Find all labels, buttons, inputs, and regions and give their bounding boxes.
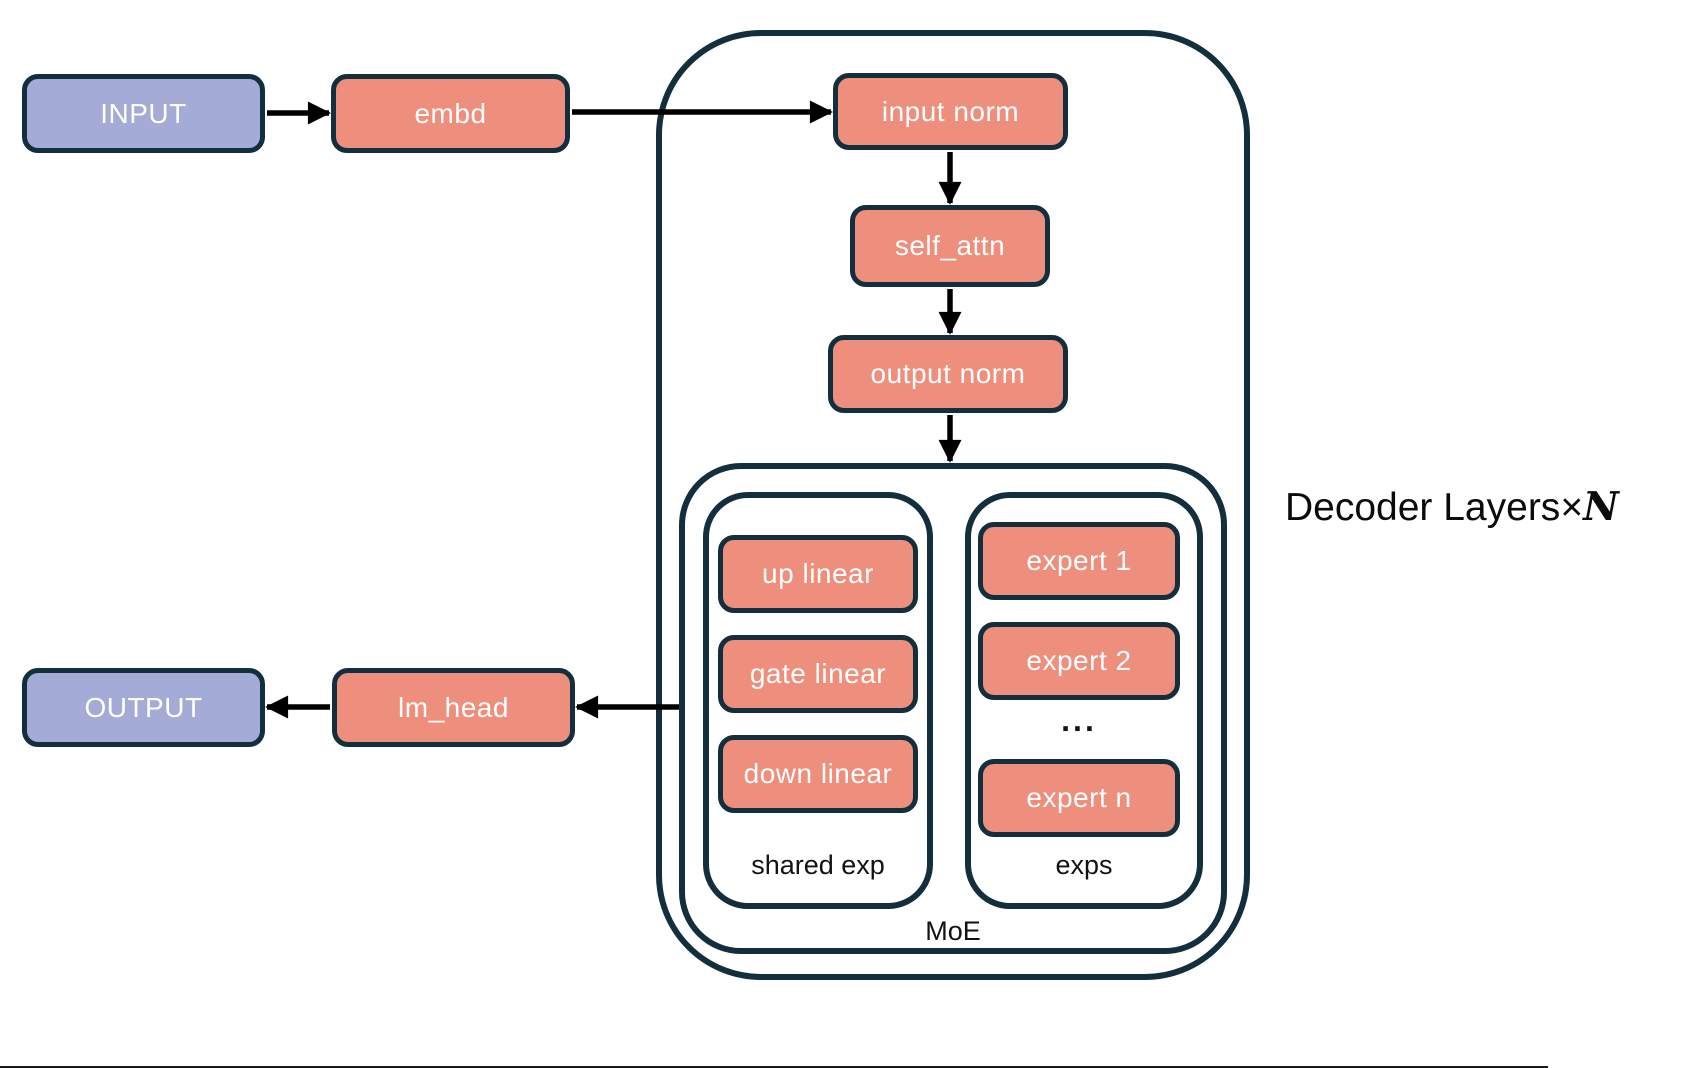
input-norm-node-label: input norm xyxy=(881,95,1020,127)
caption-text: Decoder Layers xyxy=(1285,486,1561,529)
exps-label-text: exps xyxy=(1055,850,1113,880)
down-linear-node-label: down linear xyxy=(743,758,893,789)
gate-linear-node: gate linear xyxy=(718,635,918,713)
lm-head-node-label: lm_head xyxy=(398,691,509,723)
self-attn-node: self_attn xyxy=(850,205,1050,287)
decoder-layers-caption: Decoder Layers×N xyxy=(1285,484,1619,530)
embd-node-label: embd xyxy=(414,97,487,129)
expert-n-node-label: expert n xyxy=(1026,782,1132,813)
exps-label: exps xyxy=(965,850,1203,881)
gate-linear-node-label: gate linear xyxy=(749,658,887,689)
caption-times-sign: × xyxy=(1560,486,1584,529)
expert-2-node-label: expert 2 xyxy=(1026,645,1132,676)
moe-label-text: MoE xyxy=(925,916,981,946)
self-attn-node-label: self_attn xyxy=(894,230,1006,261)
up-linear-node-label: up linear xyxy=(762,558,874,589)
bottom-edge-line xyxy=(0,1066,1548,1068)
output-node: OUTPUT xyxy=(22,668,265,747)
moe-label: MoE xyxy=(679,916,1227,947)
shared-exp-label-text: shared exp xyxy=(751,850,885,880)
shared-exp-box xyxy=(703,492,933,909)
output-norm-node: output norm xyxy=(828,335,1068,413)
input-norm-node: input norm xyxy=(833,73,1068,150)
input-node: INPUT xyxy=(22,74,265,153)
experts-ellipsis: ... xyxy=(978,702,1180,739)
output-node-label: OUTPUT xyxy=(84,691,203,723)
moe-box xyxy=(679,463,1227,954)
decoder-layers-box xyxy=(656,30,1250,980)
expert-1-node: expert 1 xyxy=(978,522,1180,600)
up-linear-node: up linear xyxy=(718,535,918,613)
shared-exp-label: shared exp xyxy=(703,850,933,881)
embd-node: embd xyxy=(331,74,570,153)
experts-ellipsis-text: ... xyxy=(1061,702,1097,738)
caption-n: N xyxy=(1583,484,1619,530)
expert-1-node-label: expert 1 xyxy=(1026,545,1132,576)
expert-2-node: expert 2 xyxy=(978,622,1180,700)
output-norm-node-label: output norm xyxy=(870,358,1026,389)
expert-n-node: expert n xyxy=(978,759,1180,837)
down-linear-node: down linear xyxy=(718,735,918,813)
lm-head-node: lm_head xyxy=(332,668,575,747)
input-node-label: INPUT xyxy=(100,97,187,129)
exps-box xyxy=(965,492,1203,909)
